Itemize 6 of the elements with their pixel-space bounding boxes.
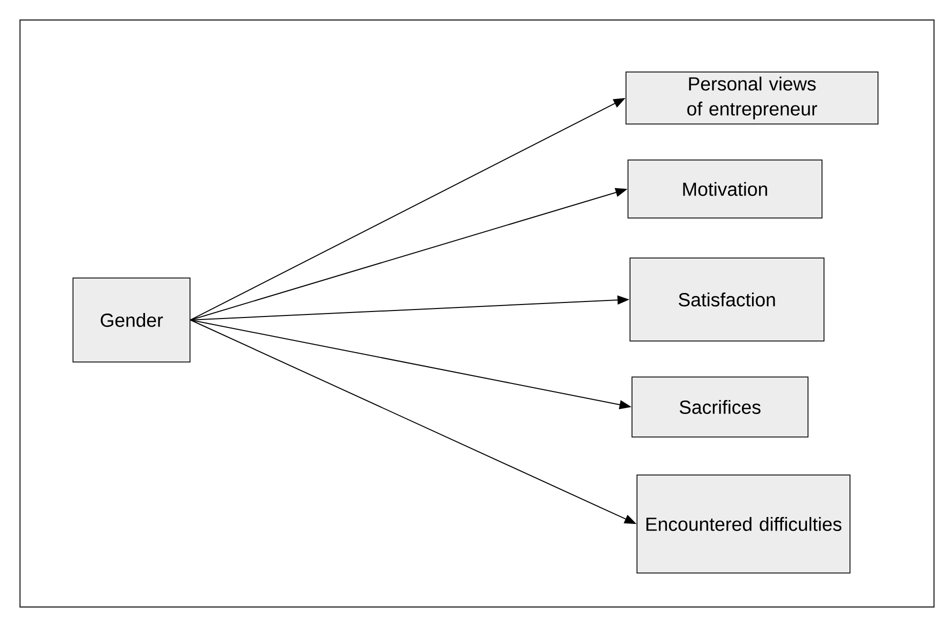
variable-box: Gender (72, 277, 190, 362)
variable-box: Encountered difficulties (636, 474, 850, 574)
variable-box: Personal views of entrepreneur (626, 72, 878, 124)
variable-box: Sacrifices (632, 376, 808, 438)
variable-box: Motivation (628, 160, 822, 218)
variable-box: Satisfaction (630, 257, 824, 342)
